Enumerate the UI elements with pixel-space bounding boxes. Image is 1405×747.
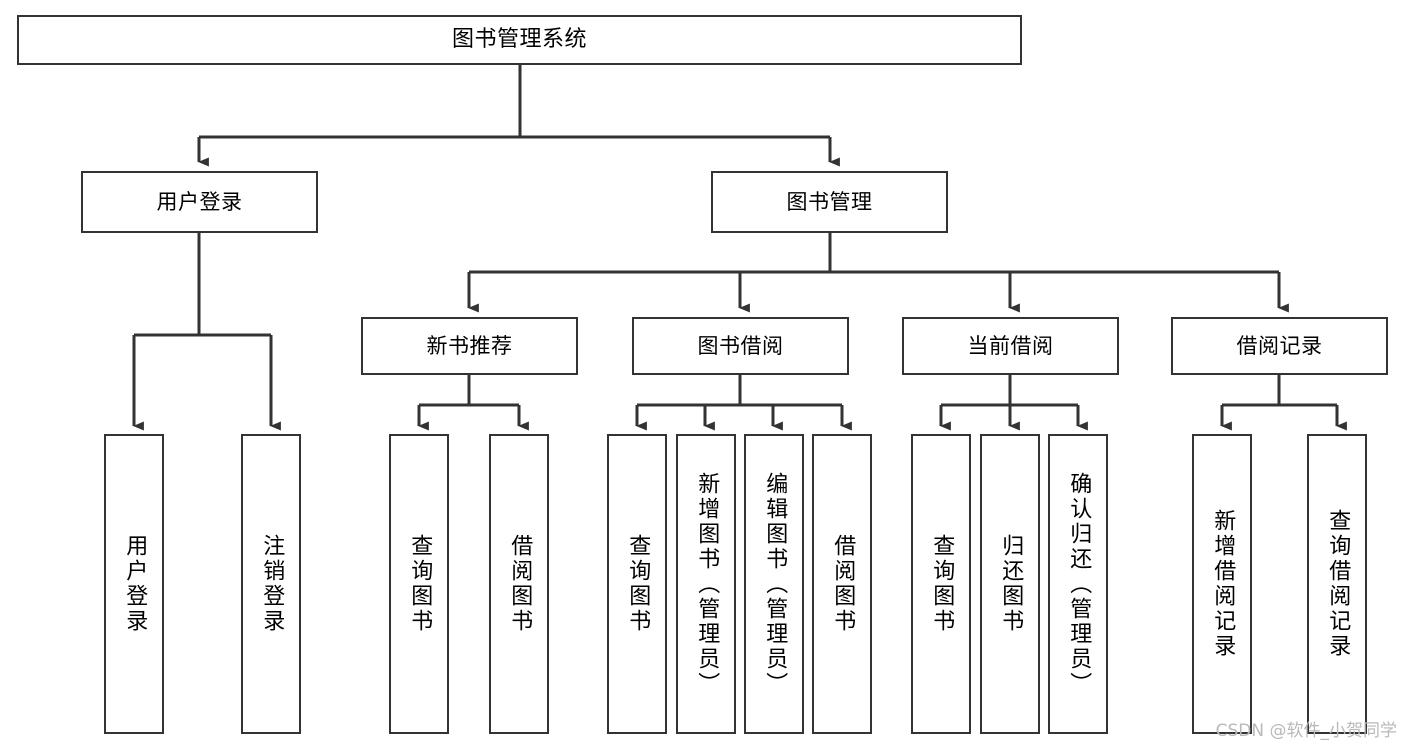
leaf-record-query-record-label: 查询借阅记录 xyxy=(1325,509,1351,659)
leaf-recommend-borrow-book[interactable]: 借阅图书 xyxy=(489,434,549,734)
leaf-record-query-record[interactable]: 查询借阅记录 xyxy=(1307,434,1367,734)
node-book-management[interactable]: 图书管理 xyxy=(711,171,948,233)
node-new-book-recommend[interactable]: 新书推荐 xyxy=(361,317,578,375)
leaf-user-login-signin[interactable]: 用户登录 xyxy=(104,434,164,734)
node-root-label: 图书管理系统 xyxy=(451,27,587,53)
node-current-borrow[interactable]: 当前借阅 xyxy=(902,317,1119,375)
node-borrow-record[interactable]: 借阅记录 xyxy=(1171,317,1388,375)
leaf-borrow-query-book[interactable]: 查询图书 xyxy=(607,434,667,734)
leaf-record-add-record-label: 新增借阅记录 xyxy=(1210,509,1236,659)
node-book-management-label: 图书管理 xyxy=(786,189,873,214)
leaf-current-query-book-label: 查询图书 xyxy=(929,534,955,634)
leaf-borrow-edit-book-label: 编辑图书（管理员） xyxy=(762,471,788,697)
leaf-current-return-book-label: 归还图书 xyxy=(998,534,1024,634)
leaf-user-login-signout-label: 注销登录 xyxy=(259,534,285,634)
node-user-login[interactable]: 用户登录 xyxy=(81,171,318,233)
leaf-recommend-borrow-book-label: 借阅图书 xyxy=(507,534,533,634)
node-book-borrow-label: 图书借阅 xyxy=(697,333,784,358)
leaf-borrow-edit-book[interactable]: 编辑图书（管理员） xyxy=(744,434,804,734)
leaf-current-confirm-return-label: 确认归还（管理员） xyxy=(1066,471,1092,697)
leaf-borrow-add-book-label: 新增图书（管理员） xyxy=(694,471,720,697)
leaf-user-login-signin-label: 用户登录 xyxy=(122,534,148,634)
leaf-borrow-borrow-book-label: 借阅图书 xyxy=(830,534,856,634)
leaf-current-confirm-return[interactable]: 确认归还（管理员） xyxy=(1048,434,1108,734)
node-current-borrow-label: 当前借阅 xyxy=(967,333,1054,358)
leaf-borrow-add-book[interactable]: 新增图书（管理员） xyxy=(676,434,736,734)
node-user-login-label: 用户登录 xyxy=(156,189,243,214)
leaf-recommend-query-book-label: 查询图书 xyxy=(407,534,433,634)
leaf-borrow-borrow-book[interactable]: 借阅图书 xyxy=(812,434,872,734)
node-new-book-recommend-label: 新书推荐 xyxy=(426,333,513,358)
csdn-watermark: CSDN @软件_小贺同学 xyxy=(1215,721,1397,741)
leaf-recommend-query-book[interactable]: 查询图书 xyxy=(389,434,449,734)
leaf-borrow-query-book-label: 查询图书 xyxy=(625,534,651,634)
node-root[interactable]: 图书管理系统 xyxy=(17,15,1022,65)
leaf-user-login-signout[interactable]: 注销登录 xyxy=(241,434,301,734)
leaf-current-query-book[interactable]: 查询图书 xyxy=(911,434,971,734)
node-borrow-record-label: 借阅记录 xyxy=(1236,333,1323,358)
leaf-record-add-record[interactable]: 新增借阅记录 xyxy=(1192,434,1252,734)
node-book-borrow[interactable]: 图书借阅 xyxy=(632,317,849,375)
leaf-current-return-book[interactable]: 归还图书 xyxy=(980,434,1040,734)
